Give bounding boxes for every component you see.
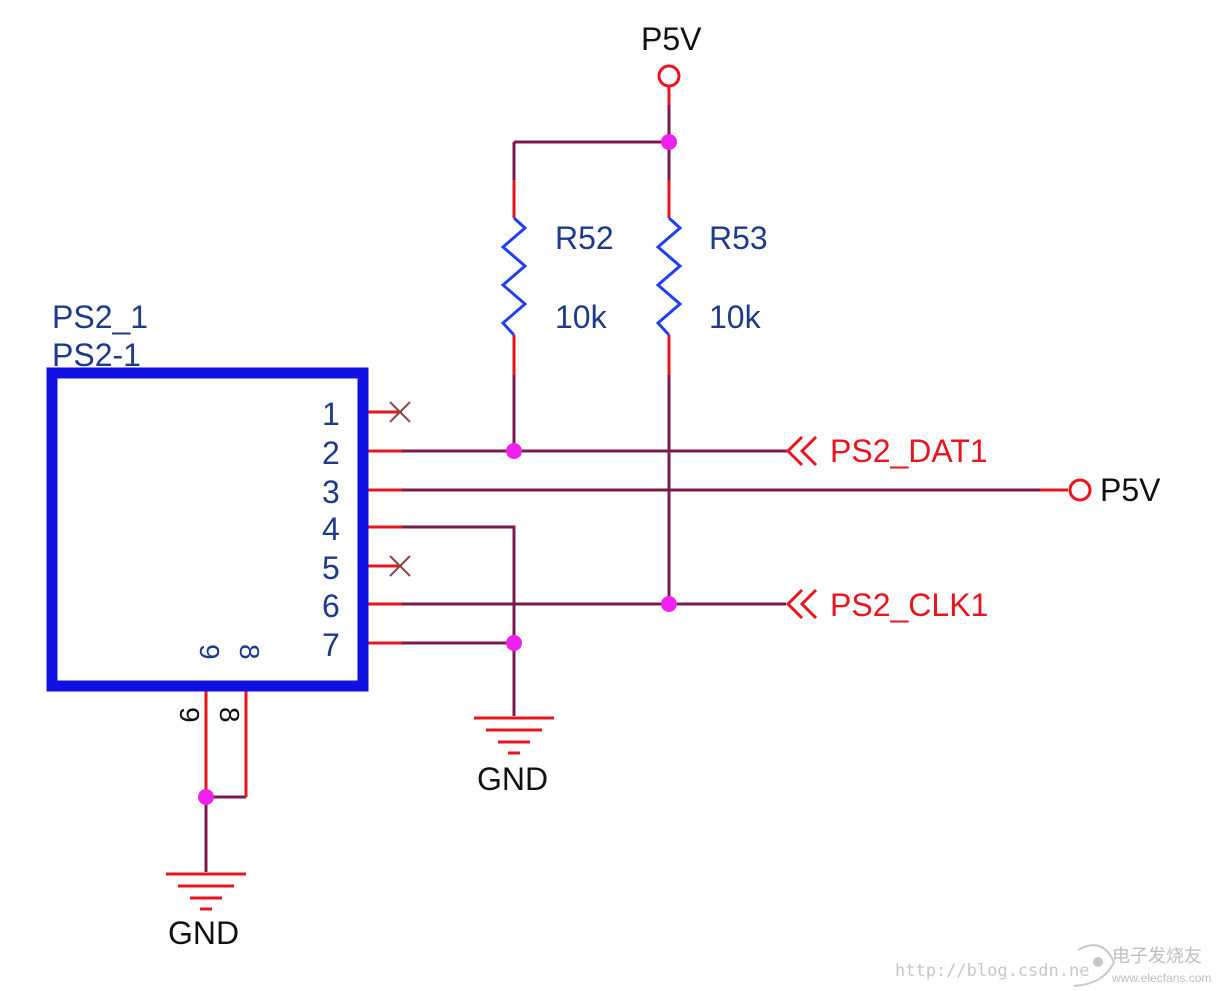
pin-number-8-inner: 8 <box>234 644 265 660</box>
pin-number-4: 4 <box>322 511 340 547</box>
pin-number-3: 3 <box>322 474 340 510</box>
junction-p5v-rail <box>661 134 677 150</box>
resistor-r53[interactable] <box>655 216 683 337</box>
junction-shield <box>198 789 214 805</box>
pin-number-5: 5 <box>322 550 340 586</box>
pin-number-2: 2 <box>322 435 340 471</box>
p5v-right-symbol <box>1068 478 1092 502</box>
r52-value: 10k <box>555 299 608 335</box>
gnd-label-1: GND <box>477 761 548 797</box>
r53-value: 10k <box>709 299 762 335</box>
wire-pin4-gnd <box>402 525 516 716</box>
net-port-clk-label: PS2_CLK1 <box>830 587 988 623</box>
pin-number-8-outer: 8 <box>214 707 245 723</box>
gnd-symbol-1 <box>474 716 554 755</box>
pin-number-1: 1 <box>322 396 340 432</box>
pin-number-9-inner: 9 <box>194 644 225 660</box>
junctions <box>198 134 677 805</box>
pin-number-7: 7 <box>322 627 340 663</box>
junction-gnd <box>506 635 522 651</box>
connector-ref: PS2_1 <box>52 299 148 335</box>
gnd-label-2: GND <box>168 915 239 951</box>
pin-number-6: 6 <box>322 588 340 624</box>
p5v-top-label: P5V <box>641 21 702 57</box>
junction-dat <box>506 443 522 459</box>
port-arrow-dat <box>785 435 818 467</box>
port-arrow-clk <box>785 588 818 620</box>
connector-body[interactable] <box>46 367 369 692</box>
r53-body <box>655 216 683 337</box>
no-connects <box>389 401 411 577</box>
p5v-right-label: P5V <box>1100 472 1161 508</box>
pin-number-9-outer: 9 <box>174 707 205 723</box>
r52-body <box>500 216 528 337</box>
wires <box>204 86 1068 872</box>
watermark-url: http://blog.csdn.ne <box>895 961 1089 981</box>
watermark-site: www.elecfans.com <box>1111 971 1211 985</box>
connector-part: PS2-1 <box>52 337 141 373</box>
r52-ref: R52 <box>555 220 614 256</box>
r53-ref: R53 <box>709 220 768 256</box>
watermark-logo-icon <box>1073 944 1116 987</box>
pin-stubs <box>204 86 1068 797</box>
gnd-symbol-2 <box>166 872 246 911</box>
net-port-dat-label: PS2_DAT1 <box>830 433 988 469</box>
watermark-brand: 电子发烧友 <box>1112 946 1202 966</box>
junction-clk <box>661 596 677 612</box>
resistor-r52[interactable] <box>500 216 528 337</box>
no-connect-pin5 <box>389 555 411 577</box>
p5v-top-symbol <box>657 64 681 88</box>
no-connect-pin1 <box>389 401 411 423</box>
watermark: http://blog.csdn.ne 电子发烧友 www.elecfans.c… <box>895 944 1211 987</box>
